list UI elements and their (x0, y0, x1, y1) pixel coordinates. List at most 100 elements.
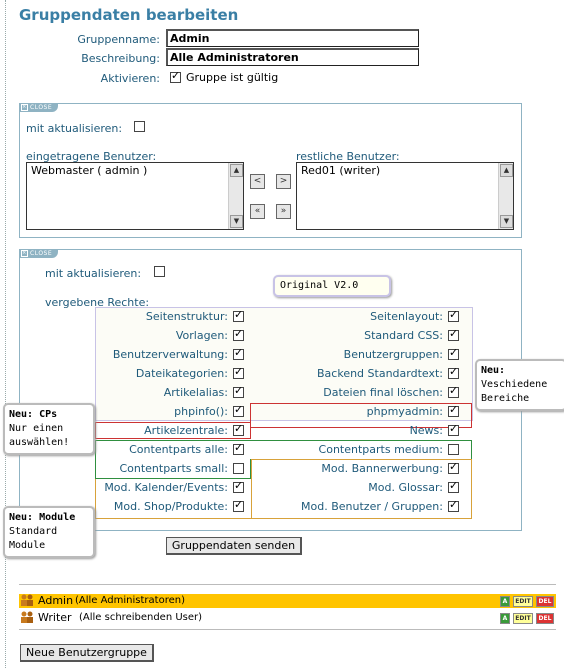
right-checkbox[interactable] (448, 498, 459, 512)
users-update-label: mit aktualisieren: (26, 122, 123, 135)
right-checkbox[interactable] (448, 384, 459, 398)
rights-panel-close-tab[interactable]: ×CLOSE (19, 249, 59, 258)
activate-checkbox[interactable] (170, 69, 181, 83)
rights-label: vergebene Rechte: (45, 296, 150, 309)
rights-update-label: mit aktualisieren: (45, 267, 142, 280)
right-checkbox[interactable] (233, 403, 244, 417)
right-label: Benutzergruppen: (343, 348, 443, 361)
move-all-right-button[interactable]: » (276, 204, 291, 219)
right-checkbox[interactable] (448, 327, 459, 341)
right-label: Contentparts small: (119, 462, 228, 475)
callout-new-areas-title: Neu: (481, 365, 506, 376)
original-rights-box (95, 307, 473, 421)
right-checkbox[interactable] (448, 308, 459, 322)
scrollbar[interactable]: ▲ ▼ (498, 163, 513, 229)
right-checkbox[interactable] (233, 441, 244, 455)
modules-box-bottom (95, 479, 472, 519)
scroll-down-icon[interactable]: ▼ (500, 215, 513, 228)
group-name-label: Gruppenname: (77, 33, 160, 46)
move-left-button[interactable]: < (250, 174, 265, 189)
group-users-icon (21, 594, 33, 606)
activate-label: Aktivieren: (100, 72, 160, 85)
callout-new-areas-line1: Veschiedene (481, 379, 548, 390)
right-checkbox[interactable] (233, 479, 244, 493)
list-item[interactable]: Webmaster ( admin ) (31, 164, 148, 177)
right-checkbox[interactable] (233, 463, 244, 474)
remaining-users-label: restliche Benutzer: (296, 150, 400, 163)
contentparts-box-top (95, 440, 472, 460)
rights-update-checkbox[interactable] (154, 266, 165, 277)
left-dotted-guide (5, 0, 6, 668)
contentparts-box-bottom (95, 459, 251, 479)
right-checkbox[interactable] (448, 403, 459, 417)
group-row-admin[interactable]: Admin (Alle Administratoren) A EDIT DEL (19, 594, 556, 608)
callout-new-areas-line2: Bereiche (481, 393, 530, 404)
right-label: phpinfo(): (174, 405, 228, 418)
assigned-users-list[interactable]: Webmaster ( admin ) ▲ ▼ (26, 162, 244, 230)
right-label: Seitenstruktur: (145, 310, 228, 323)
group-edit-button[interactable]: EDIT (513, 613, 533, 624)
right-label: Contentparts alle: (129, 443, 228, 456)
right-label: phpmyadmin: (366, 405, 443, 418)
right-checkbox[interactable] (448, 444, 459, 455)
page-title: Gruppendaten bearbeiten (19, 6, 239, 24)
close-icon: × (21, 250, 28, 257)
callout-new-modules-line2: Module (9, 540, 46, 551)
callout-original-text: Original V2.0 (280, 280, 359, 291)
activate-text: Gruppe ist gültig (186, 71, 279, 84)
new-group-button[interactable]: Neue Benutzergruppe (20, 644, 154, 662)
right-label: Seitenlayout: (370, 310, 443, 323)
group-users-icon (21, 611, 33, 623)
group-row-writer[interactable]: Writer (Alle schreibenden User) A EDIT D… (19, 611, 556, 625)
group-name: Writer (38, 611, 72, 624)
scroll-up-icon[interactable]: ▲ (230, 164, 243, 177)
right-label: Mod. Shop/Produkte: (113, 500, 228, 513)
right-checkbox[interactable] (233, 327, 244, 341)
list-item[interactable]: Red01 (writer) (301, 164, 381, 177)
scroll-up-icon[interactable]: ▲ (500, 164, 513, 177)
right-label: Artikelalias: (163, 386, 228, 399)
callout-new-cps-title: Neu: CPs (9, 409, 58, 420)
users-panel-close-tab[interactable]: ×CLOSE (19, 103, 59, 112)
right-checkbox[interactable] (233, 384, 244, 398)
right-checkbox[interactable] (233, 346, 244, 360)
remaining-users-list[interactable]: Red01 (writer) ▲ ▼ (296, 162, 514, 230)
right-checkbox[interactable] (448, 346, 459, 360)
divider (19, 629, 556, 630)
right-label: Benutzerverwaltung: (112, 348, 228, 361)
users-panel: ×CLOSE mit aktualisieren: eingetragene B… (19, 103, 522, 238)
group-name-input[interactable]: Admin (166, 29, 419, 47)
right-label: Mod. Glossar: (368, 481, 443, 494)
move-right-button[interactable]: > (276, 174, 291, 189)
callout-new-modules: Neu: Module Standard Module (3, 506, 95, 558)
group-del-button[interactable]: DEL (536, 596, 554, 607)
group-a-button[interactable]: A (500, 613, 510, 624)
right-label: Dateikategorien: (135, 367, 228, 380)
right-checkbox[interactable] (448, 422, 459, 436)
group-edit-button[interactable]: EDIT (513, 596, 533, 607)
right-checkbox[interactable] (448, 479, 459, 493)
scrollbar[interactable]: ▲ ▼ (228, 163, 243, 229)
right-label: Contentparts medium: (318, 443, 443, 456)
close-icon: × (21, 104, 28, 111)
right-checkbox[interactable] (233, 498, 244, 512)
callout-new-cps-line1: Nur einen (9, 423, 64, 434)
move-all-left-button[interactable]: « (250, 204, 265, 219)
right-checkbox[interactable] (233, 422, 244, 436)
right-label: Artikelzentrale: (144, 424, 228, 437)
right-checkbox[interactable] (448, 460, 459, 474)
right-checkbox[interactable] (448, 365, 459, 379)
right-label: Mod. Kalender/Events: (104, 481, 228, 494)
right-checkbox[interactable] (233, 308, 244, 322)
right-checkbox[interactable] (233, 365, 244, 379)
assigned-users-label: eingetragene Benutzer: (26, 150, 157, 163)
group-name: Admin (38, 594, 74, 607)
group-del-button[interactable]: DEL (536, 613, 554, 624)
scroll-down-icon[interactable]: ▼ (230, 215, 243, 228)
group-a-button[interactable]: A (500, 596, 510, 607)
callout-new-modules-line1: Standard (9, 526, 58, 537)
group-desc: (Alle Administratoren) (75, 595, 185, 606)
users-update-checkbox[interactable] (134, 121, 145, 132)
description-input[interactable]: Alle Administratoren (166, 48, 419, 66)
submit-group-button[interactable]: Gruppendaten senden (166, 537, 302, 555)
